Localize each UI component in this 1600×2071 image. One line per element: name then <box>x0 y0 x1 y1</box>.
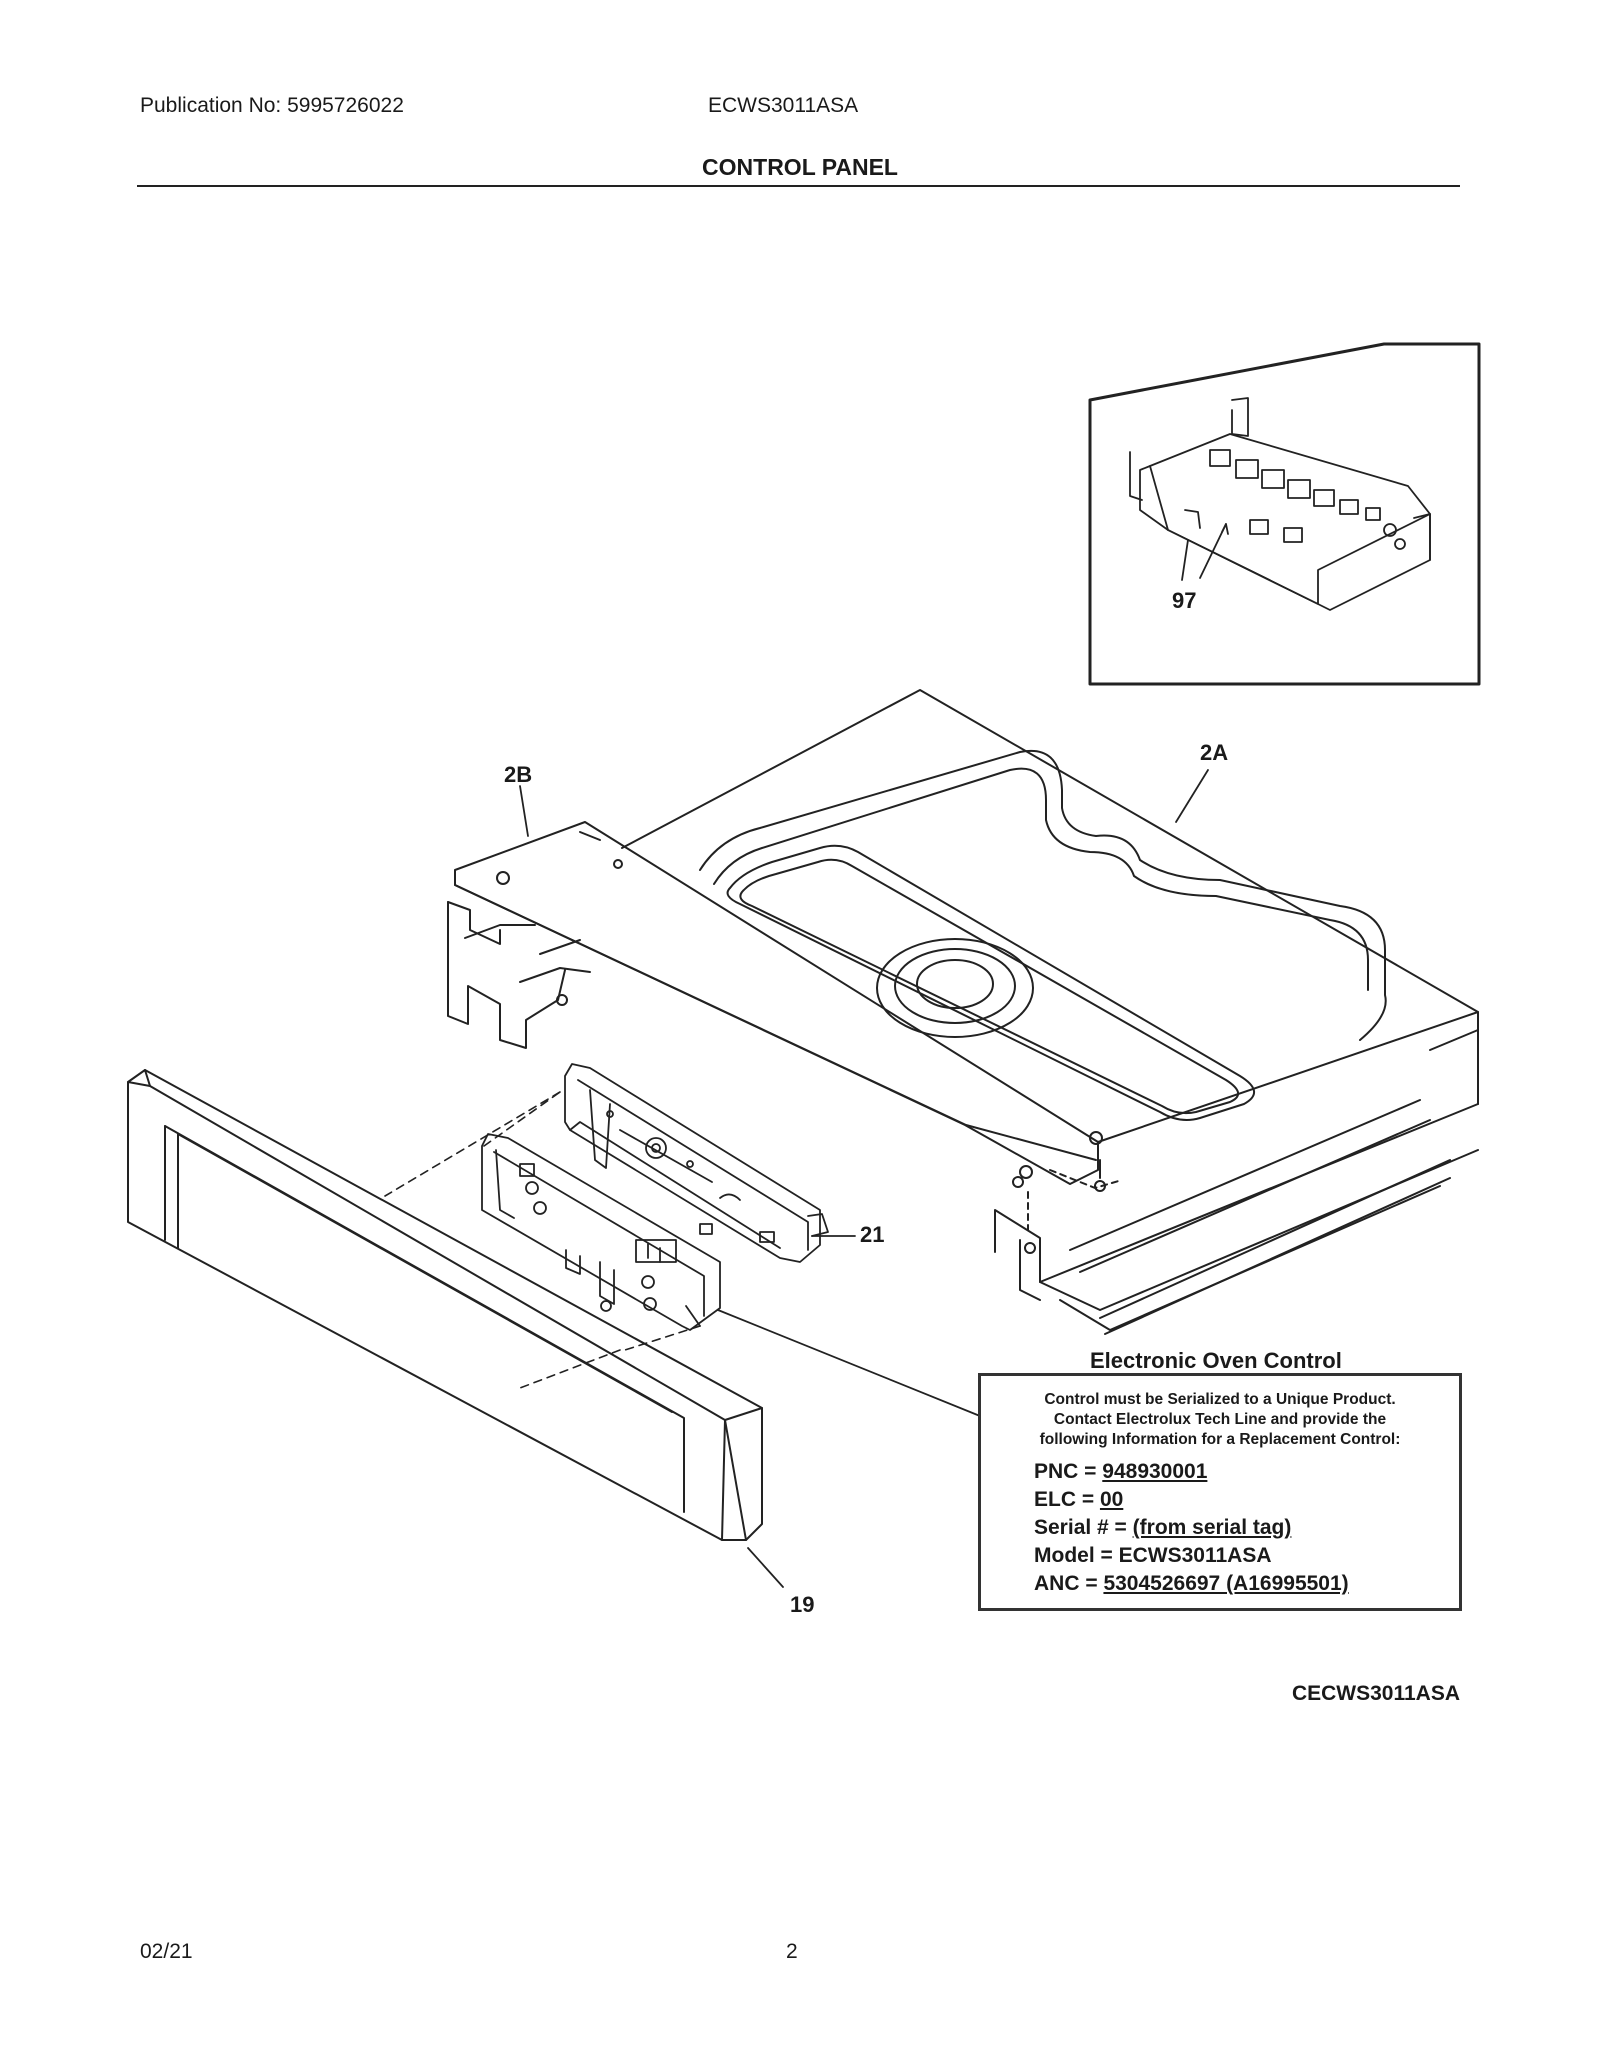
publication-date: 02/21 <box>140 1940 193 1963</box>
assembly-guide-lines <box>384 1091 701 1389</box>
callout-21: 21 <box>860 1222 885 1247</box>
callout-2A: 2A <box>1200 740 1229 765</box>
spec-elc: ELC = 00 <box>1034 1488 1124 1511</box>
spec-serial: Serial # = (from serial tag) <box>1034 1516 1292 1539</box>
front-frame-2B <box>447 821 1099 1185</box>
inset-frame <box>1088 342 1481 686</box>
notice-line-1: Control must be Serialized to a Unique P… <box>1044 1391 1396 1408</box>
page-number: 2 <box>786 1940 798 1963</box>
control-housing-21 <box>564 1063 829 1263</box>
notice-line-2: Contact Electrolux Tech Line and provide… <box>1053 1411 1387 1428</box>
figure-code: CECWS3011ASA <box>1291 1682 1460 1705</box>
console-overlay-19 <box>127 1069 763 1541</box>
user-interface-board <box>481 1133 721 1331</box>
relay-board-97 <box>1129 397 1431 611</box>
electronic-oven-control-heading: Electronic Oven Control <box>1090 1348 1342 1373</box>
spec-pnc: PNC = 948930001 <box>1034 1460 1208 1483</box>
callout-97: 97 <box>1172 588 1197 613</box>
callout-2B: 2B <box>504 762 533 787</box>
replacement-control-notice-box: Control must be Serialized to a Unique P… <box>978 1373 1462 1611</box>
model-number: ECWS3011ASA <box>708 94 859 117</box>
notice-line-3: following Information for a Replacement … <box>1039 1431 1401 1448</box>
spec-anc: ANC = 5304526697 (A16995501) <box>1034 1572 1349 1595</box>
callout-19: 19 <box>790 1592 815 1617</box>
publication-number: Publication No: 5995726022 <box>140 94 404 117</box>
control-panel-cover-2A <box>621 689 1479 1335</box>
callout-leaders <box>519 523 1229 1588</box>
title-divider <box>137 185 1460 187</box>
spec-model: Model = ECWS3011ASA <box>1034 1544 1272 1567</box>
page-title: CONTROL PANEL <box>702 154 898 180</box>
